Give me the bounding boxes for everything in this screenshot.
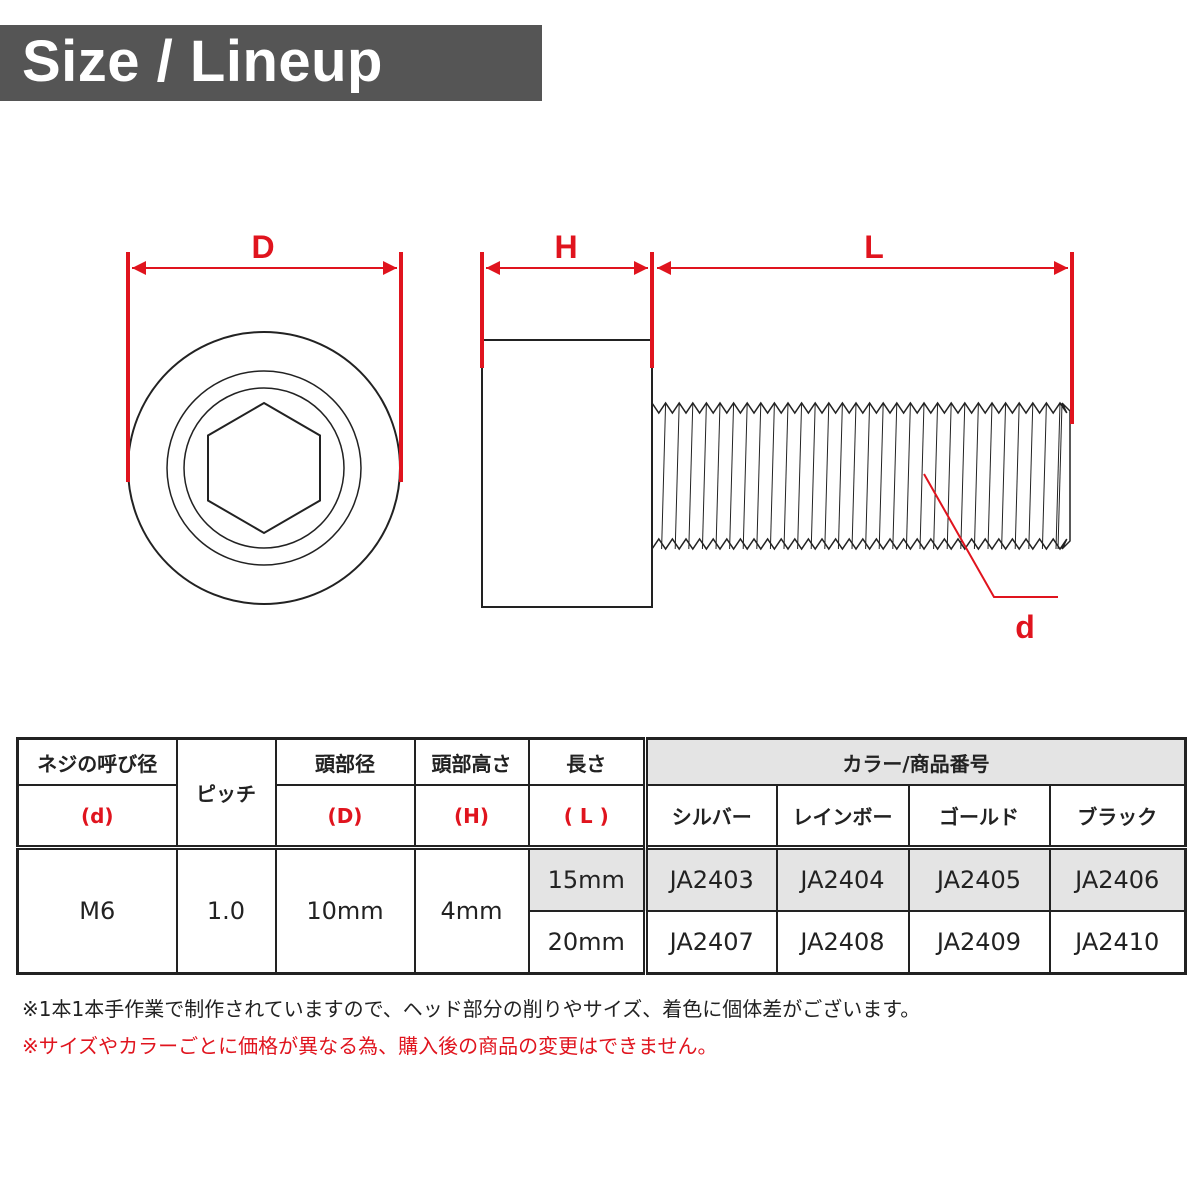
header-color-silver: シルバー	[643, 784, 778, 849]
cell-head-height: 4mm	[413, 845, 530, 975]
table-row: 20mm JA2407 JA2408 JA2409 JA2410	[18, 909, 1187, 975]
header-color-group: カラー/商品番号	[643, 737, 1187, 787]
cell-pitch: 1.0	[175, 845, 277, 975]
cell-thread: M6	[16, 845, 178, 975]
header-color-gold: ゴールド	[907, 784, 1051, 849]
head-outer-circle	[127, 331, 401, 605]
header-thread-label: ネジの呼び径	[16, 737, 178, 787]
note-handmade: ※1本1本手作業で制作されていますので、ヘッド部分の削りやサイズ、着色に個体差が…	[22, 997, 921, 1021]
header-color-black: ブラック	[1048, 784, 1187, 849]
header-head-dia-symbol: (D)	[274, 784, 416, 849]
cell-length: 20mm	[527, 909, 647, 975]
header-head-height-symbol: (H)	[413, 784, 530, 849]
header-pitch-label: ピッチ	[175, 737, 277, 849]
cell-code: JA2404	[775, 845, 910, 912]
head-inner-circle	[166, 370, 362, 566]
dimension-label-D: D	[251, 229, 274, 265]
spec-table: ネジの呼び径 ピッチ 頭部径 頭部高さ 長さ カラー/商品番号 (d) (D) …	[16, 737, 1187, 975]
cell-code: JA2408	[775, 909, 910, 975]
cell-code: JA2406	[1048, 845, 1187, 912]
dimension-label-H: H	[554, 229, 577, 265]
header-head-height-label: 頭部高さ	[413, 737, 530, 787]
bolt-head-rect	[481, 339, 653, 608]
bolt-head-end-view: D	[126, 229, 403, 605]
header-length-symbol: ( L )	[527, 784, 647, 849]
cell-code: JA2409	[907, 909, 1051, 975]
header-head-dia-label: 頭部径	[274, 737, 416, 787]
header-length-label: 長さ	[527, 737, 647, 787]
hex-socket-icon	[207, 401, 321, 535]
head-chamfer-circle	[183, 387, 345, 549]
cell-length: 15mm	[527, 845, 647, 912]
table-row: M6 1.0 10mm 4mm 15mm JA2403 JA2404 JA240…	[16, 845, 1187, 975]
leader-line-d	[923, 473, 1058, 598]
cell-code: JA2405	[907, 845, 1051, 912]
bolt-thread-shank	[651, 401, 1071, 551]
header-thread-symbol: (d)	[16, 784, 178, 849]
title-banner: Size / Lineup	[0, 25, 542, 101]
note-no-exchange: ※サイズやカラーごとに価格が異なる為、購入後の商品の変更はできません。	[22, 1034, 718, 1058]
dimension-label-L: L	[864, 229, 884, 265]
page-title: Size / Lineup	[22, 29, 383, 94]
header-color-rainbow: レインボー	[775, 784, 910, 849]
cell-head-dia: 10mm	[274, 845, 416, 975]
bolt-side-view: H L d	[480, 229, 1074, 645]
dimension-label-d: d	[1015, 609, 1035, 645]
cell-code: JA2403	[643, 845, 778, 912]
cell-code: JA2407	[643, 909, 778, 975]
cell-code: JA2410	[1048, 909, 1187, 975]
bolt-dimension-diagram: D H L d	[126, 229, 1074, 645]
